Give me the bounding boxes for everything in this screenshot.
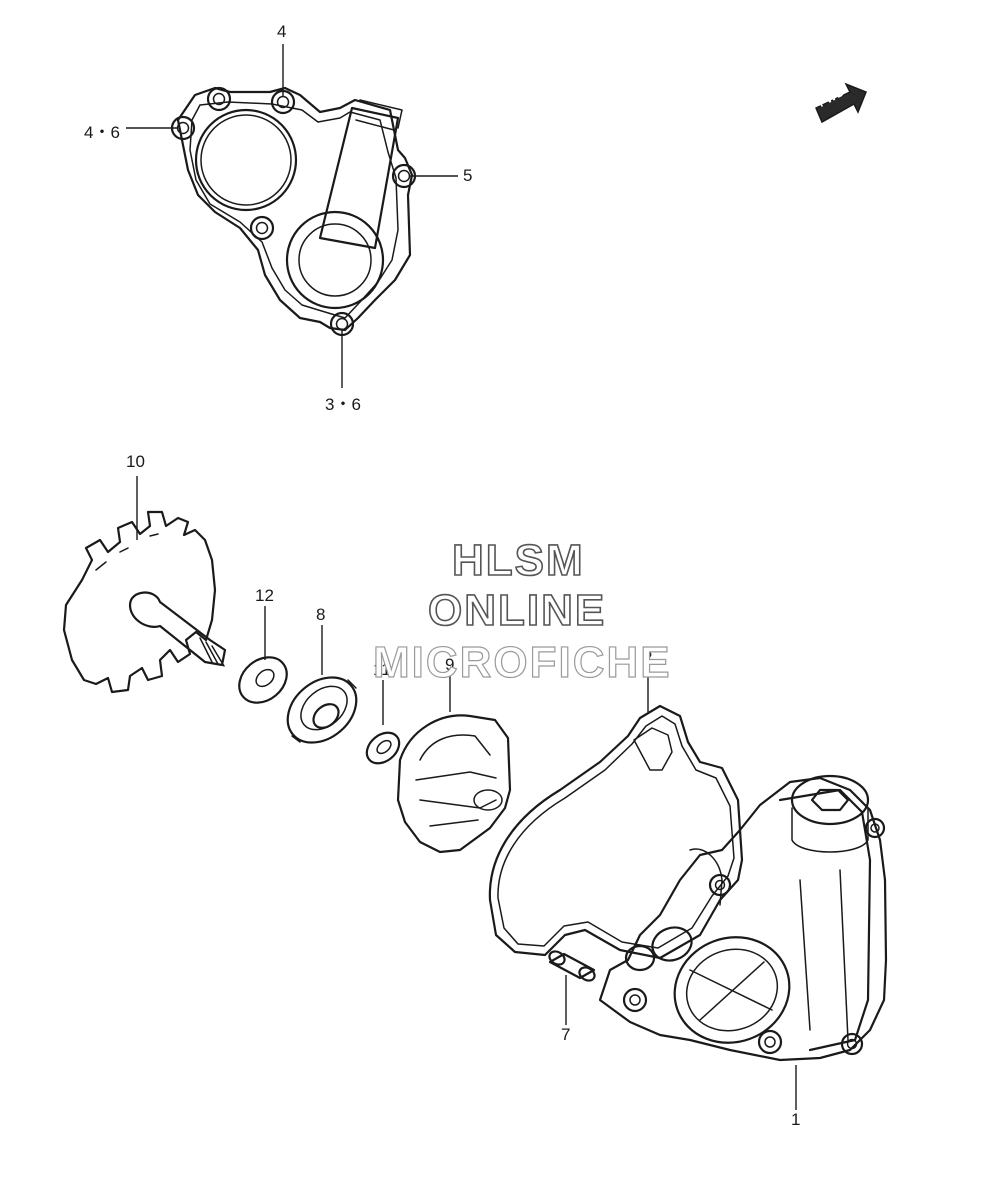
mechanical-seal bbox=[286, 676, 358, 744]
seal-ring bbox=[365, 731, 401, 765]
pump-cover bbox=[170, 86, 417, 337]
callout-3-6: 3・6 bbox=[325, 395, 361, 414]
watermark-line-2: ONLINE bbox=[427, 585, 607, 636]
callout-8: 8 bbox=[316, 605, 326, 624]
callout-7: 7 bbox=[561, 1025, 571, 1044]
watermark-line-1: HLSM bbox=[451, 535, 585, 586]
washer bbox=[238, 656, 288, 704]
leader-lines bbox=[126, 44, 797, 1110]
pump-gasket bbox=[488, 704, 744, 960]
callout-2: 2 bbox=[643, 648, 653, 667]
callout-11: 11 bbox=[373, 660, 391, 679]
watermark-line-3: MICROFICHE bbox=[372, 637, 672, 687]
callout-1: 1 bbox=[791, 1110, 801, 1129]
dowel-pin bbox=[548, 950, 596, 982]
callout-4-top: 4 bbox=[277, 22, 287, 41]
pump-gear-shaft bbox=[62, 510, 227, 694]
forward-arrow-icon bbox=[815, 82, 867, 124]
callout-9: 9 bbox=[445, 655, 455, 674]
callout-4-6: 4・6 bbox=[84, 123, 120, 142]
callout-5: 5 bbox=[463, 166, 473, 185]
impeller bbox=[396, 714, 512, 854]
callout-10: 10 bbox=[126, 452, 145, 471]
callout-12: 12 bbox=[255, 586, 274, 605]
pump-body bbox=[598, 774, 888, 1062]
